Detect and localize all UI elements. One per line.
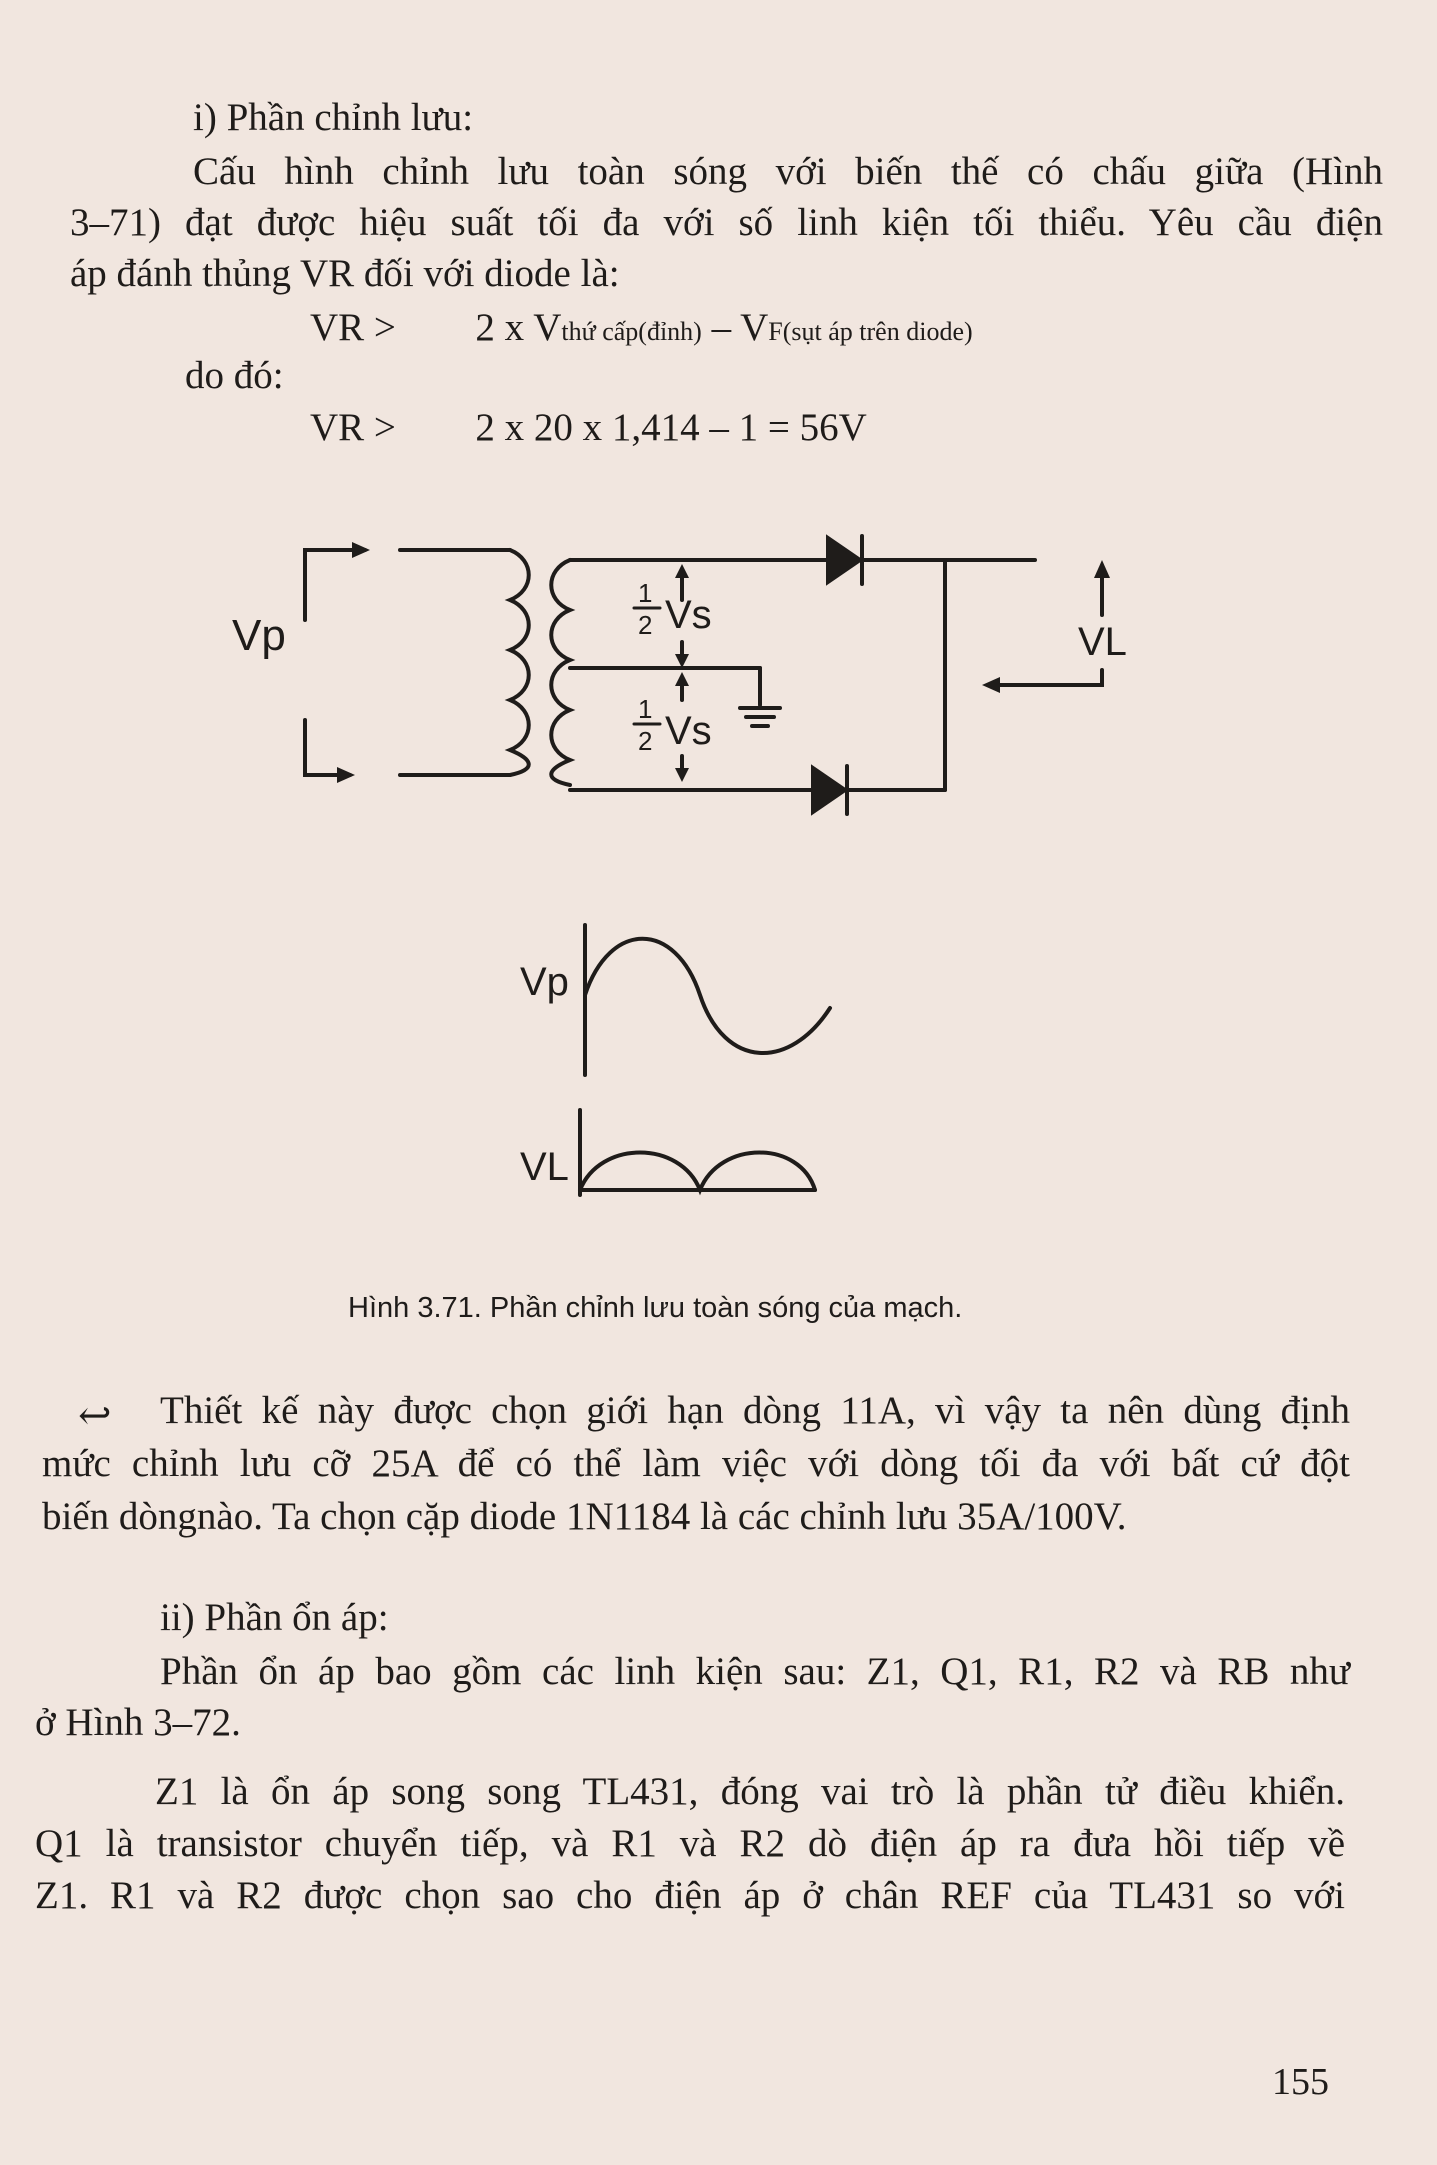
vp-waveform: Vp — [520, 923, 832, 1077]
paragraph-line: áp đánh thủng VR đối với diode là: — [70, 252, 620, 295]
equation-rhs: 2 x 20 x 1,414 – 1 = 56V — [475, 406, 867, 449]
equation-term: – V — [701, 306, 769, 349]
vp-label: Vp — [232, 611, 286, 660]
paragraph-line: Q1 là transistor chuyển tiếp, và R1 và R… — [35, 1822, 1345, 1865]
vl-wave-label: VL — [520, 1145, 569, 1189]
vl-waveform: VL — [520, 1108, 817, 1197]
vp-wave-label: Vp — [520, 960, 569, 1004]
vs-label-upper: 1 2 Vs — [632, 578, 712, 640]
paragraph-line: Cấu hình chỉnh lưu toàn sóng với biến th… — [193, 150, 1383, 193]
paragraph-line: Phần ổn áp bao gồm các linh kiện sau: Z1… — [160, 1650, 1350, 1693]
diode-lower — [811, 764, 849, 816]
fraction-denominator: 2 — [638, 726, 652, 756]
figure-caption: Hình 3.71. Phần chỉnh lưu toàn sóng của … — [348, 1292, 963, 1324]
vs-text: Vs — [665, 709, 712, 753]
section-heading-regulator: ii) Phần ổn áp: — [160, 1596, 389, 1639]
page-number: 155 — [1272, 2061, 1329, 2103]
vs-text: Vs — [665, 593, 712, 637]
vl-output: VL — [982, 560, 1127, 693]
paragraph-line: Z1. R1 và R2 được chọn sao cho điện áp ở… — [35, 1874, 1345, 1917]
paragraph-line: biến dòngnào. Ta chọn cặp diode 1N1184 l… — [42, 1495, 1127, 1538]
margin-pen-mark: ↩ — [78, 1393, 112, 1438]
secondary-wiring — [568, 558, 1037, 792]
fraction-numerator: 1 — [638, 578, 652, 608]
equation-subscript: thứ cấp(đỉnh) — [561, 317, 702, 346]
equation-subscript: F(sụt áp trên diode) — [768, 317, 973, 346]
diode-upper — [826, 534, 864, 586]
paragraph-line: Z1 là ổn áp song song TL431, đóng vai tr… — [155, 1770, 1345, 1813]
vl-label: VL — [1078, 620, 1127, 664]
equation-vr-inequality: VR > 2 x Vthứ cấp(đỉnh) – VF(sụt áp trên… — [310, 305, 973, 350]
vs-arrows — [675, 564, 689, 782]
vs-label-lower: 1 2 Vs — [632, 694, 712, 756]
therefore-label: do đó: — [185, 354, 284, 397]
section-heading-rectifier: i) Phần chỉnh lưu: — [193, 96, 474, 139]
equation-term: 2 x V — [475, 306, 562, 349]
primary-coil — [504, 548, 531, 777]
equation-lhs: VR > — [310, 306, 396, 349]
fraction-denominator: 2 — [638, 610, 652, 640]
secondary-coil — [549, 558, 576, 787]
paragraph-line: 3–71) đạt được hiệu suất tối đa với số l… — [70, 201, 1383, 244]
equation-lhs: VR > — [310, 406, 396, 449]
fraction-numerator: 1 — [638, 694, 652, 724]
paragraph-line: ở Hình 3–72. — [35, 1701, 241, 1744]
primary-winding-leads — [303, 542, 512, 783]
paragraph-line: mức chỉnh lưu cỡ 25A để có thể làm việc … — [42, 1442, 1350, 1485]
equation-vr-result: VR > 2 x 20 x 1,414 – 1 = 56V — [310, 405, 867, 450]
rectifier-figure: Vp — [232, 534, 1127, 1197]
paragraph-line: Thiết kế này được chọn giới hạn dòng 11A… — [160, 1389, 1350, 1432]
